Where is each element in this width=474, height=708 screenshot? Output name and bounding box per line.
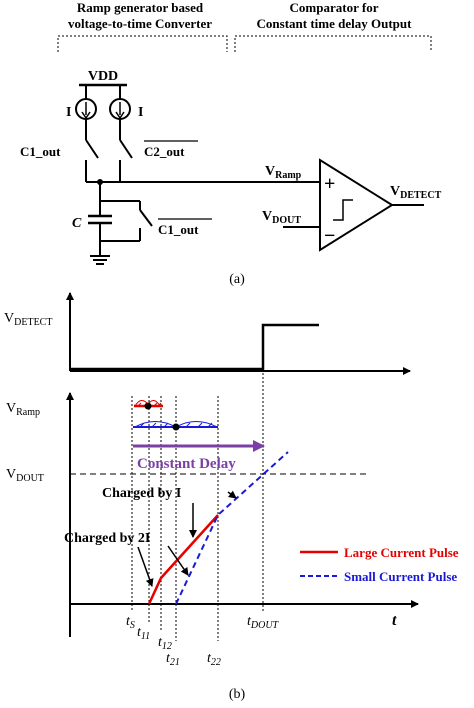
current-right-label: I (138, 105, 143, 120)
comparator (283, 158, 424, 252)
comparator-minus: − (324, 225, 335, 247)
tdout-label: tDOUT (247, 614, 280, 631)
vramp-axis-label: VRamp (6, 401, 40, 418)
large-pulse-width-marker (134, 400, 163, 410)
switch-c2-out-bar (119, 139, 133, 182)
switch-c1-out-bar (100, 200, 153, 242)
header-left-line2: voltage-to-time Converter (68, 16, 212, 31)
header-bracket-right (234, 35, 432, 52)
vdout-axis-label: VDOUT (6, 467, 44, 484)
header-right-line1: Comparator for (290, 0, 379, 15)
constant-delay-label: Constant Delay (137, 456, 236, 472)
small-pulse-width-marker (133, 421, 218, 431)
ts-label: tS (126, 614, 135, 631)
vdd-label: VDD (88, 69, 118, 84)
vdetect-output-label: VDETECT (390, 184, 442, 201)
timing-diagram: VDETECT VRamp VDOUT Constant Delay (4, 292, 459, 702)
large-current-ramp (147, 514, 219, 605)
t12-label: t12 (158, 635, 172, 652)
small-current-ramp (175, 451, 289, 605)
current-left-label: I (66, 105, 71, 120)
caption-b: (b) (229, 687, 246, 702)
comparator-plus: + (324, 173, 335, 195)
current-source-left (75, 85, 97, 140)
header-right-line2: Constant time delay Output (257, 16, 413, 31)
t22-label: t22 (207, 651, 221, 668)
caption-a: (a) (229, 272, 245, 287)
time-guides (131, 345, 264, 641)
vdout-input-label: VDOUT (262, 209, 301, 226)
charged-by-2i-label: Charged by 2I (64, 531, 150, 546)
switch-c2-out-label: C2_out (144, 144, 185, 159)
capacitor-label: C (72, 216, 82, 231)
legend-small-current: Small Current Pulse (344, 569, 457, 584)
header-bracket-left (57, 35, 228, 52)
hysteresis-icon (333, 199, 353, 221)
switch-c1-out-label: C1_out (20, 144, 61, 159)
ground-symbol (90, 255, 110, 265)
charged-by-i-label: Charged by I (102, 486, 181, 501)
switch-c1-out (85, 139, 99, 182)
t11-label: t11 (137, 625, 150, 642)
legend: Large Current Pulse Small Current Pulse (300, 545, 459, 584)
vramp-input-label: VRamp (265, 164, 302, 181)
header-left-line1: Ramp generator based (77, 0, 204, 15)
current-source-right (109, 85, 131, 140)
switch-c1bar-label: C1_out (158, 222, 199, 237)
vdetect-waveform (70, 323, 319, 371)
legend-large-current: Large Current Pulse (344, 545, 459, 560)
circuit-diagram: Ramp generator based voltage-to-time Con… (20, 0, 442, 287)
capacitor (88, 182, 112, 256)
t21-label: t21 (166, 651, 180, 668)
t-axis-label: t (392, 612, 397, 629)
vdetect-axis-label: VDETECT (4, 311, 52, 328)
